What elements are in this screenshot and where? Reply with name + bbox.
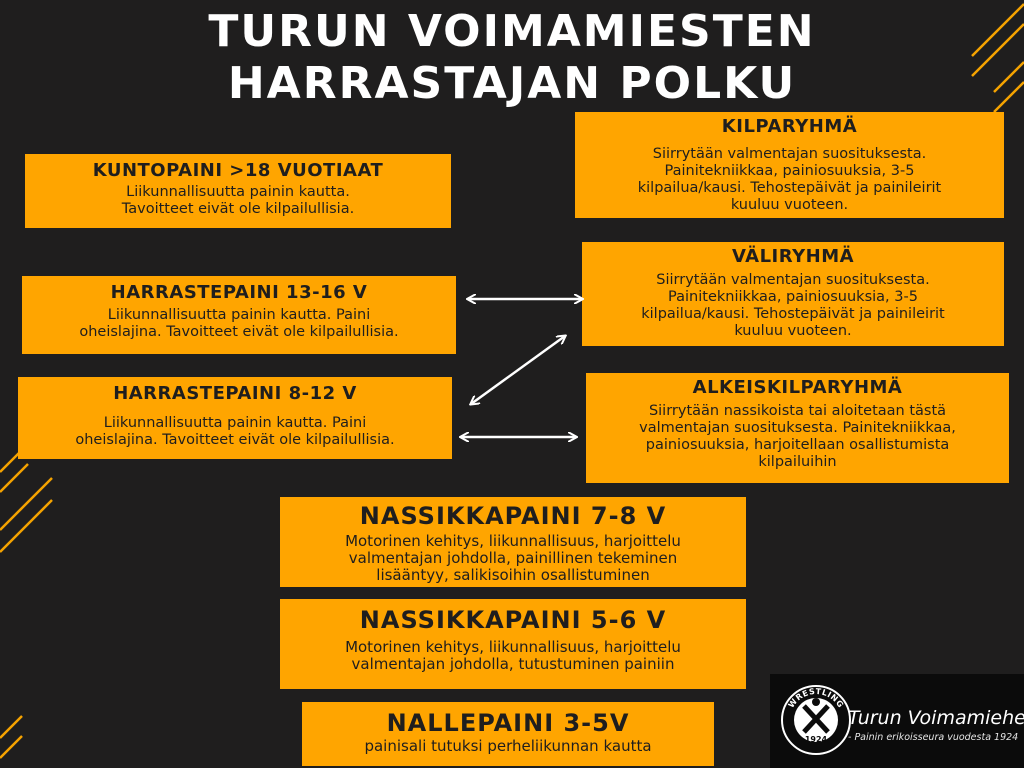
- box-harrastepaini-8-12: HARRASTEPAINI 8-12 V Liikunnallisuutta p…: [18, 377, 452, 459]
- box-description: painisali tutuksi perheliikunnan kautta: [364, 737, 652, 755]
- box-alkeiskilparyhma: ALKEISKILPARYHMÄ Siirrytään nassikoista …: [586, 373, 1009, 483]
- box-heading: ALKEISKILPARYHMÄ: [692, 377, 903, 398]
- title-line-2: HARRASTAJAN POLKU: [227, 58, 797, 109]
- arrow-harraste8-valiryhma: [471, 336, 565, 404]
- box-heading: KILPARYHMÄ: [721, 116, 858, 137]
- page-title: TURUN VOIMAMIESTEN HARRASTAJAN POLKU: [0, 6, 1024, 110]
- box-kuntopaini: KUNTOPAINI >18 VUOTIAAT Liikunnallisuutt…: [25, 154, 451, 228]
- box-heading: VÄLIRYHMÄ: [731, 246, 855, 267]
- wrestling-emblem-icon: WRESTLING 1924: [781, 685, 851, 755]
- title-line-1: TURUN VOIMAMIESTEN: [208, 6, 816, 57]
- box-harrastepaini-13-16: HARRASTEPAINI 13-16 V Liikunnallisuutta …: [22, 276, 456, 354]
- club-tagline: - Painin erikoisseura vuodesta 1924: [848, 732, 1019, 743]
- box-nassikkapaini-7-8: NASSIKKAPAINI 7-8 V Motorinen kehitys, l…: [280, 497, 746, 587]
- box-heading: NASSIKKAPAINI 5-6 V: [359, 606, 667, 634]
- box-heading: HARRASTEPAINI 8-12 V: [113, 383, 357, 404]
- svg-text:1924: 1924: [805, 735, 828, 744]
- box-description: Siirrytään valmentajan suosituksesta. Pa…: [641, 272, 945, 339]
- box-description: Motorinen kehitys, liikunnallisuus, harj…: [345, 638, 681, 673]
- box-nassikkapaini-5-6: NASSIKKAPAINI 5-6 V Motorinen kehitys, l…: [280, 599, 746, 689]
- box-description: Liikunnallisuutta painin kautta. Tavoitt…: [121, 184, 355, 217]
- box-heading: NASSIKKAPAINI 7-8 V: [359, 502, 667, 530]
- club-name: Turun Voimamiehet: [848, 707, 1024, 729]
- box-description: Motorinen kehitys, liikunnallisuus, harj…: [345, 532, 681, 584]
- box-heading: NALLEPAINI 3-5V: [386, 709, 630, 737]
- box-valiryhma: VÄLIRYHMÄ Siirrytään valmentajan suositu…: [582, 242, 1004, 346]
- box-description: Liikunnallisuutta painin kautta. Paini o…: [79, 307, 399, 340]
- club-logo: WRESTLING 1924 Turun Voimamiehet - Paini…: [770, 674, 1024, 768]
- box-kilparyhma: KILPARYHMÄ Siirrytään valmentajan suosit…: [575, 112, 1004, 218]
- box-nallepaini: NALLEPAINI 3-5V painisali tutuksi perhel…: [302, 702, 714, 766]
- box-description: Liikunnallisuutta painin kautta. Paini o…: [75, 415, 395, 448]
- box-heading: HARRASTEPAINI 13-16 V: [110, 282, 368, 303]
- box-heading: KUNTOPAINI >18 VUOTIAAT: [92, 160, 384, 181]
- box-description: Siirrytään nassikoista tai aloitetaan tä…: [639, 403, 956, 470]
- box-description: Siirrytään valmentajan suosituksesta. Pa…: [637, 146, 942, 213]
